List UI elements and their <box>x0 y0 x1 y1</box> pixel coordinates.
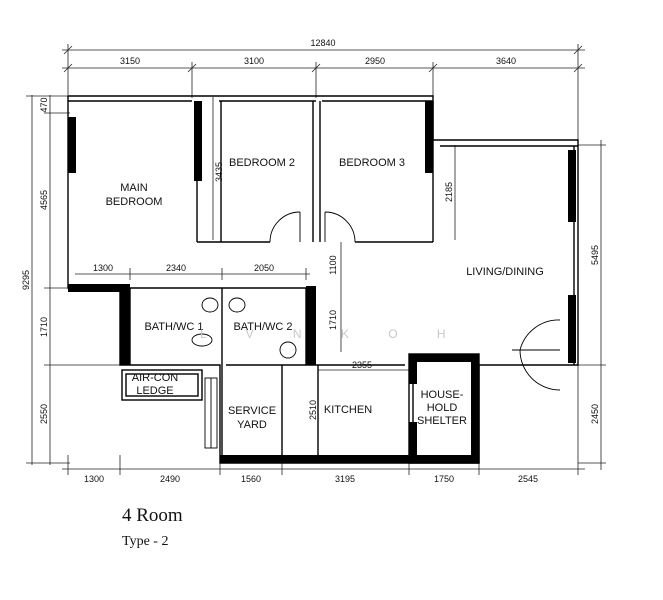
label-bedroom3: BEDROOM 3 <box>339 157 405 169</box>
dim-bottom-3: 1560 <box>241 474 261 484</box>
label-main-bedroom-2: BEDROOM <box>106 196 163 208</box>
label-shelter-1: HOUSE- <box>421 389 464 401</box>
dim-left-4: 2550 <box>39 404 49 424</box>
dim-right-2: 2450 <box>590 404 600 424</box>
wall-solid <box>68 101 576 463</box>
dim-top-2: 3100 <box>244 56 264 66</box>
watermark: L V N K O H <box>200 327 464 341</box>
dim-top-3: 2950 <box>365 56 385 66</box>
label-bath1: BATH/WC 1 <box>144 321 203 333</box>
dimension-lines <box>26 44 606 475</box>
label-aircon-2: LEDGE <box>136 385 173 397</box>
label-shelter-3: SHELTER <box>417 415 467 427</box>
dim-bath-1: 1300 <box>93 263 113 273</box>
label-service-1: SERVICE <box>228 405 276 417</box>
label-main-bedroom-1: MAIN <box>120 182 148 194</box>
dim-kitchen-height: 2510 <box>308 400 318 420</box>
dim-living-top: 2185 <box>444 182 454 202</box>
dim-bottom-4: 3195 <box>335 474 355 484</box>
dim-bottom-6: 2545 <box>518 474 538 484</box>
dim-left-1: 470 <box>39 97 49 112</box>
label-service-2: YARD <box>237 419 267 431</box>
label-bedroom2: BEDROOM 2 <box>229 157 295 169</box>
label-aircon-1: AIR-CON <box>132 372 179 384</box>
dim-bottom-2: 2490 <box>160 474 180 484</box>
dim-bottom-5: 1750 <box>434 474 454 484</box>
dim-bedroom2-height: 3435 <box>214 162 224 182</box>
dim-overall-width: 12840 <box>310 38 335 48</box>
dim-bath2-height: 1710 <box>328 310 338 330</box>
plan-subtitle: Type - 2 <box>122 534 169 549</box>
dim-corridor: 1100 <box>328 255 338 274</box>
room-labels: MAIN BEDROOM BEDROOM 2 BEDROOM 3 LIVING/… <box>106 157 544 431</box>
label-living: LIVING/DINING <box>466 266 544 278</box>
label-kitchen: KITCHEN <box>324 404 372 416</box>
dim-bath-3: 2050 <box>254 263 274 273</box>
dimension-labels: 12840 3150 3100 2950 3640 1300 2490 1560… <box>21 38 600 484</box>
dim-left-3: 1710 <box>39 317 49 337</box>
dim-right-1: 5495 <box>590 245 600 265</box>
dim-top-4: 3640 <box>496 56 516 66</box>
dim-top-1: 3150 <box>120 56 140 66</box>
dim-kitchen-width: 2355 <box>352 360 372 370</box>
dim-left-overall: 9295 <box>21 270 31 290</box>
label-bath2: BATH/WC 2 <box>233 321 292 333</box>
fixtures <box>191 211 561 449</box>
label-shelter-2: HOLD <box>427 402 458 414</box>
dim-left-2: 4565 <box>39 190 49 210</box>
dim-bath-2: 2340 <box>166 263 186 273</box>
dim-bottom-1: 1300 <box>84 474 104 484</box>
plan-title: 4 Room <box>122 505 183 526</box>
